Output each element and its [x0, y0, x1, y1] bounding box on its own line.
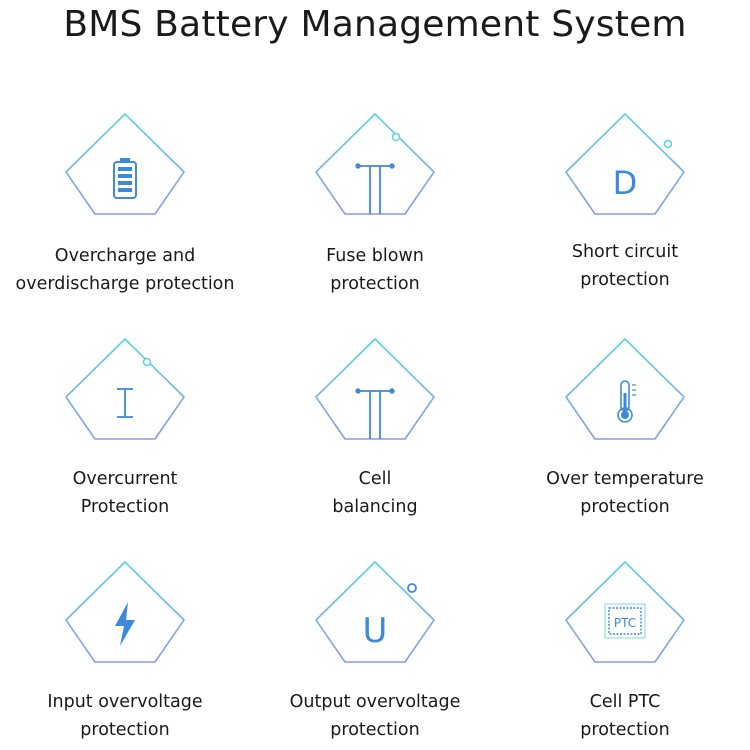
feature-label: Over temperature protection [546, 469, 704, 517]
letter-i-icon [117, 388, 133, 418]
feature-label: Input overvoltage protection [47, 692, 203, 740]
diamond-frame: D [558, 110, 692, 220]
letter-u-icon: U [363, 611, 388, 651]
feature-label: Overcharge and overdischarge protection [15, 246, 235, 294]
diamond-frame [58, 335, 192, 445]
feature-label: Cell PTC protection [580, 692, 670, 740]
feature-label: Cell balancing [332, 469, 418, 517]
fuse-icon [355, 163, 395, 214]
battery-icon [113, 158, 137, 199]
diamond-frame [308, 110, 442, 220]
feature-label: Fuse blown protection [326, 246, 424, 294]
cell-balance-icon [355, 388, 395, 439]
ptc-chip-icon: PTC [604, 603, 646, 639]
diamond-frame [308, 335, 442, 445]
lightning-icon [115, 602, 135, 646]
feature-label: Output overvoltage protection [289, 692, 461, 740]
diamond-frame: U [308, 558, 442, 668]
page-title: BMS Battery Management System [63, 4, 687, 45]
letter-d-icon: D [613, 164, 638, 202]
diamond-frame [558, 335, 692, 445]
feature-label: Overcurrent Protection [72, 469, 178, 517]
svg-text:PTC: PTC [614, 616, 636, 630]
thermometer-icon [617, 380, 636, 423]
diamond-frame [58, 110, 192, 220]
diamond-frame [58, 558, 192, 668]
diamond-frame: PTC [558, 558, 692, 668]
feature-label: Short circuit protection [571, 242, 679, 290]
